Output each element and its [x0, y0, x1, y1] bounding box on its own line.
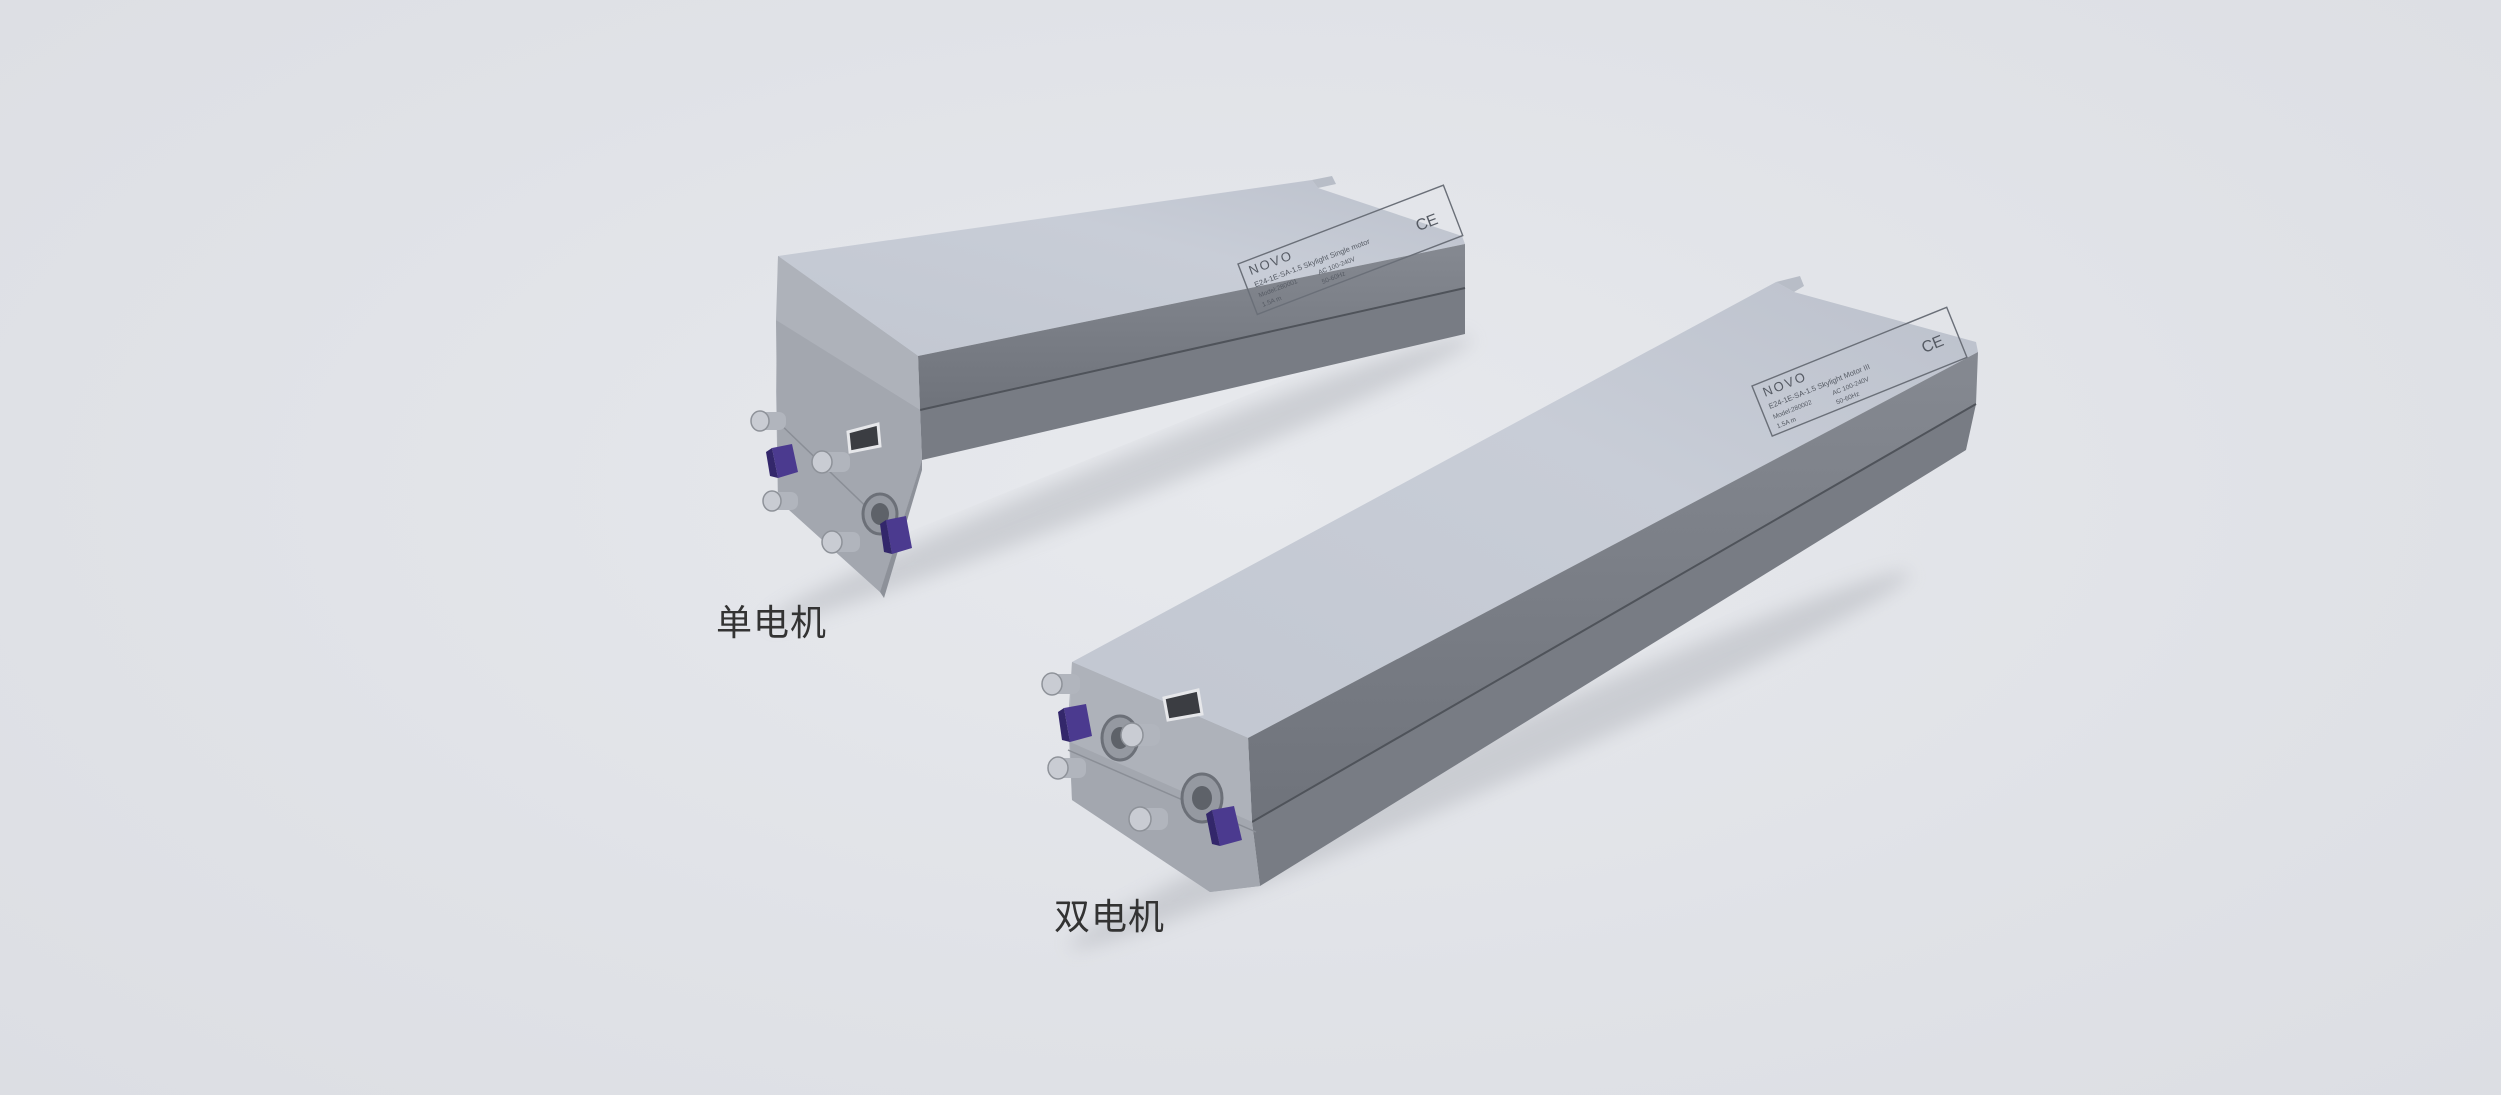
- single-square-port: [846, 422, 882, 454]
- single-motor-caption: 单电机: [716, 603, 828, 644]
- dual-motor-unit: NOVO E24-1E-SA-1.5 Skylight Motor III Mo…: [1041, 276, 1978, 949]
- single-purple-clips: [766, 444, 912, 554]
- single-housing-side: [918, 244, 1465, 410]
- dual-motor-caption: 双电机: [1054, 897, 1166, 938]
- dual-connector-pins: [1041, 672, 1168, 832]
- dual-square-port: [1162, 688, 1204, 722]
- single-housing-top: [778, 180, 1465, 356]
- dual-housing-top: [1072, 282, 1978, 738]
- single-connector-pins: [750, 410, 860, 554]
- single-motor-unit: NOVO E24-1E-SA-1.5 Skylight Single motor…: [750, 176, 1473, 624]
- dual-purple-clips: [1058, 704, 1242, 846]
- dual-housing-side: [1248, 352, 1978, 822]
- single-ce-mark: CE: [1414, 211, 1441, 235]
